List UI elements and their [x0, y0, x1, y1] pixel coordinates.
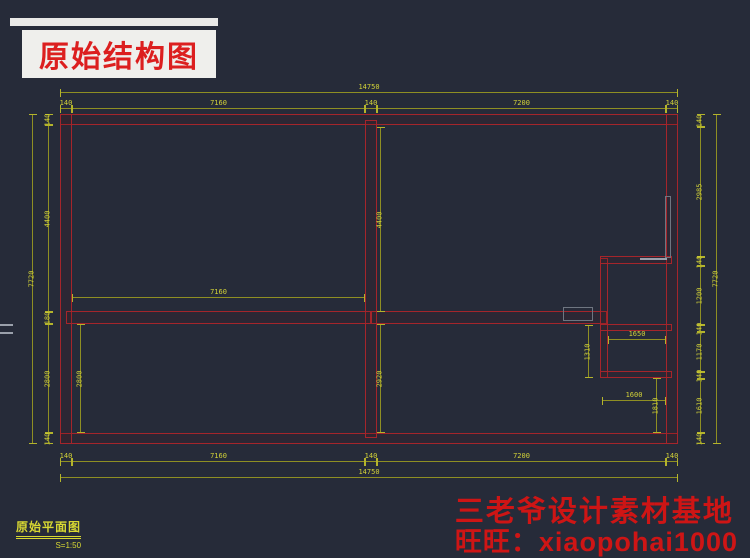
- dimension-1810: 1810: [651, 378, 661, 433]
- dimension-label: 14750: [358, 83, 380, 91]
- dimension-7160: 7160: [72, 289, 365, 302]
- wall-alcove-mid-arm: [600, 324, 672, 331]
- plan-label-title: 原始平面图: [16, 518, 82, 539]
- dimension-label: 2920: [375, 370, 384, 387]
- dimension-label: 1170: [695, 343, 704, 361]
- wall-middle-right: [371, 311, 607, 324]
- dimension-140: 140: [695, 114, 705, 127]
- dimension-label: 7160: [210, 288, 227, 296]
- edge-tick-lower: [0, 332, 13, 334]
- plan-label-scale: S=1:50: [55, 541, 82, 550]
- dimension-4400: 4400: [375, 127, 385, 312]
- dimension-140: 140: [696, 322, 705, 335]
- dimension-label: 4400: [43, 210, 52, 227]
- dimension-label: 7160: [210, 452, 227, 460]
- dimension-2800: 2800: [75, 324, 85, 433]
- watermark-line1: 三老爷设计素材基地: [454, 496, 734, 529]
- dimension-2800: 2800: [43, 324, 53, 433]
- door-notch-box: [563, 307, 593, 321]
- window-frame-vertical: [665, 196, 671, 258]
- dimension-label: 7160: [210, 99, 227, 107]
- dimension-label: 7200: [513, 452, 530, 460]
- dimension-4400: 4400: [43, 125, 53, 312]
- dimension-label: 7720: [711, 270, 720, 288]
- dimension-140: 140: [666, 100, 678, 113]
- title-badge: 原始结构图: [22, 30, 216, 78]
- dimension-label: 1310: [583, 343, 592, 360]
- wall-middle-left: [66, 311, 371, 324]
- dimension-label: 140: [43, 113, 52, 126]
- dimension-7720: 7720: [27, 114, 37, 444]
- dimension-label: 2985: [695, 183, 704, 201]
- dimension-140: 140: [43, 432, 53, 445]
- dimension-7720: 7720: [711, 114, 721, 444]
- wall-center-vertical: [365, 120, 377, 438]
- dimension-label: 140: [364, 99, 378, 107]
- dimension-1310: 1310: [583, 325, 593, 378]
- dimension-1170: 1170: [695, 332, 705, 372]
- wall-alcove-vertical: [600, 258, 608, 378]
- dimension-140: 140: [695, 432, 705, 445]
- dimension-1200: 1200: [695, 266, 705, 325]
- dimension-label: 4400: [375, 211, 384, 228]
- wall-left: [60, 114, 72, 444]
- drawing-title: 原始结构图: [39, 41, 199, 74]
- window-frame-horizontal: [640, 258, 667, 260]
- top-white-strip: [10, 18, 218, 26]
- dimension-140: 140: [365, 453, 377, 466]
- wall-right: [666, 114, 678, 444]
- wall-alcove-top-arm: [600, 256, 672, 264]
- dimension-label: 14750: [358, 468, 380, 476]
- wall-alcove-bottom-arm: [600, 371, 672, 378]
- dimension-label: 7720: [27, 270, 36, 288]
- dimension-label: 140: [43, 432, 52, 445]
- dimension-140: 140: [60, 100, 72, 113]
- dimension-14750: 14750: [60, 469, 678, 482]
- dimension-140: 140: [696, 369, 705, 382]
- dimension-label: 140: [364, 452, 378, 460]
- dimension-label: 7200: [513, 99, 530, 107]
- dimension-label: 180: [43, 311, 52, 325]
- dimension-2985: 2985: [695, 127, 705, 257]
- dimension-label: 140: [695, 432, 704, 445]
- dimension-1610: 1610: [695, 379, 705, 433]
- dimension-label: 140: [665, 99, 679, 107]
- dimension-14750: 14750: [60, 84, 678, 97]
- dimension-label: 1600: [625, 391, 643, 399]
- dimension-label: 2800: [75, 370, 84, 387]
- dimension-label: 1200: [695, 287, 704, 304]
- dimension-140: 140: [60, 453, 72, 466]
- dimension-label: 140: [59, 99, 73, 107]
- dimension-140: 140: [666, 453, 678, 466]
- dimension-7200: 7200: [377, 453, 666, 466]
- watermark: 三老爷设计素材基地 旺旺：xiaopohai1000: [455, 497, 738, 556]
- dimension-140: 140: [43, 113, 53, 126]
- dimension-label: 140: [695, 114, 704, 127]
- dimension-140: 140: [365, 100, 377, 113]
- dimension-7160: 7160: [72, 100, 365, 113]
- watermark-line2: 旺旺：xiaopohai1000: [454, 526, 738, 557]
- dimension-label: 140: [665, 452, 679, 460]
- dimension-2920: 2920: [375, 324, 385, 433]
- edge-tick-upper: [0, 324, 13, 326]
- dimension-140: 140: [696, 255, 705, 268]
- dimension-7160: 7160: [72, 453, 365, 466]
- dimension-label: 140: [59, 452, 73, 460]
- dimension-label: 1650: [628, 330, 646, 338]
- dimension-1600: 1600: [602, 392, 666, 405]
- dimension-label: 1610: [695, 397, 704, 415]
- dimension-label: 1810: [651, 397, 660, 414]
- dimension-180: 180: [43, 311, 53, 325]
- plan-label-block: 原始平面图 S=1:50: [16, 518, 82, 550]
- dimension-1650: 1650: [608, 331, 666, 344]
- dimension-label: 2800: [43, 370, 52, 387]
- dimension-7200: 7200: [377, 100, 666, 113]
